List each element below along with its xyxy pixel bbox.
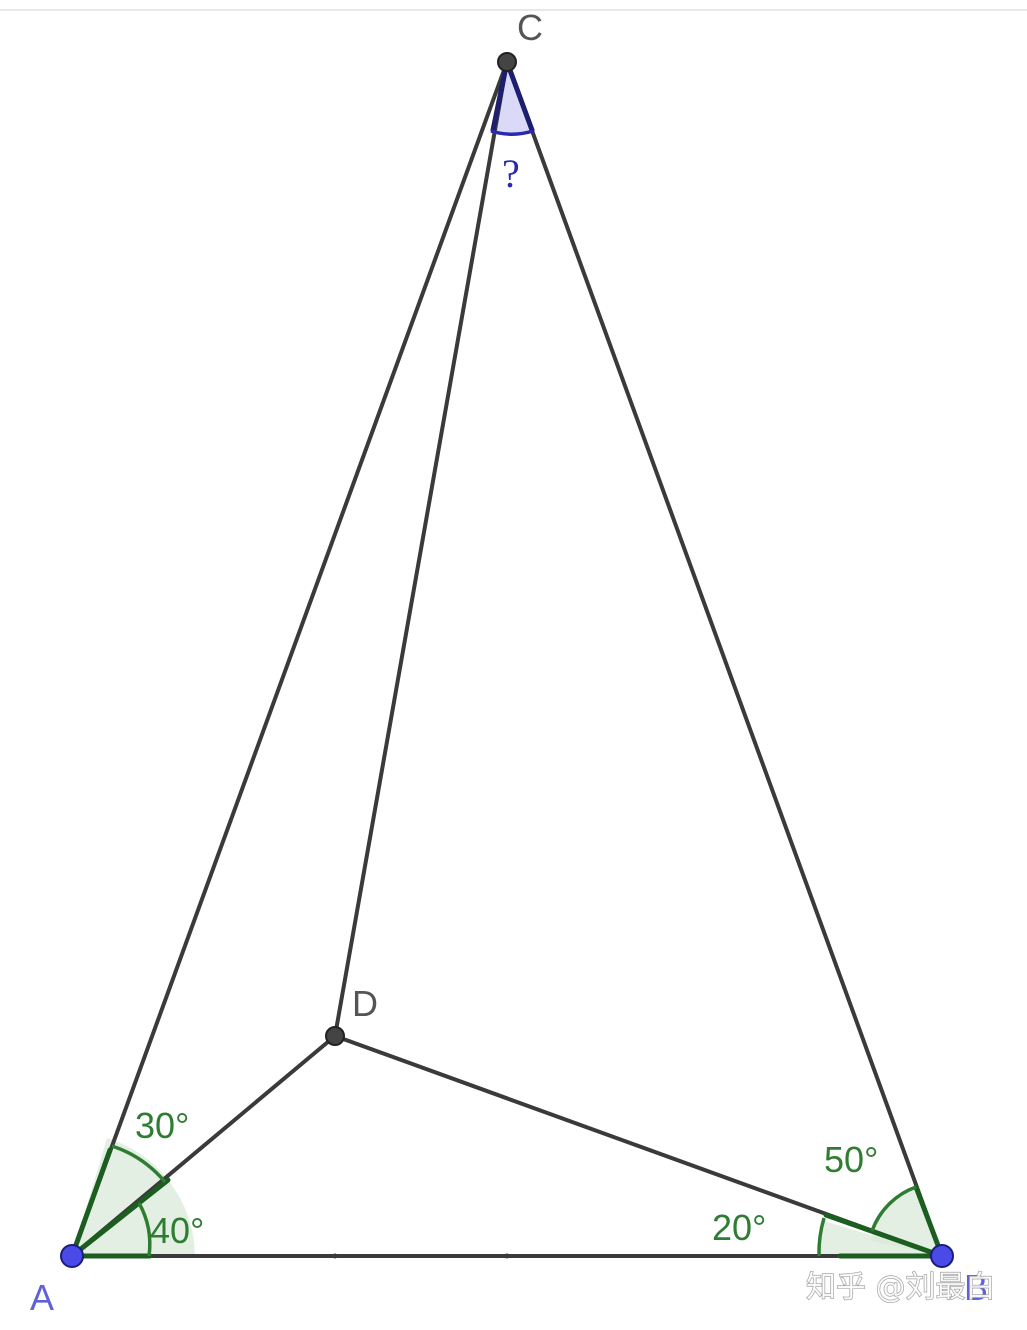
angle-ray-b-bc <box>913 1184 945 1259</box>
point-b[interactable] <box>930 1244 954 1268</box>
angle-dab-fill <box>72 1180 195 1256</box>
edge-bc <box>505 60 944 1258</box>
point-a[interactable] <box>60 1244 84 1268</box>
label-point-c: C <box>517 7 543 48</box>
label-point-b: B <box>964 1267 988 1308</box>
angle-cba-label: 50° <box>824 1139 878 1180</box>
tick-mark-1 <box>332 1253 338 1259</box>
angle-cab-fill <box>72 1138 168 1256</box>
angle-ray-b-bd <box>823 1212 945 1259</box>
angle-marks <box>69 59 945 1259</box>
point-d[interactable] <box>325 1026 345 1046</box>
edges <box>70 60 944 1258</box>
angle-cba-arc <box>870 1185 917 1232</box>
angle-dab-label: 40° <box>150 1210 204 1251</box>
angle-acd-arc <box>490 129 534 136</box>
tick-mark-2 <box>504 1253 510 1259</box>
angle-acd-fill <box>493 62 532 133</box>
angle-cab-label: 30° <box>135 1105 189 1146</box>
edge-ac <box>70 60 509 1258</box>
angle-dba-arc <box>817 1217 826 1257</box>
point-labels: C D A B <box>30 7 988 1318</box>
angle-dab-arc <box>137 1202 152 1257</box>
label-point-a: A <box>30 1277 54 1318</box>
angle-labels: 30° 40° 50° 20° ? <box>135 151 878 1251</box>
angle-ray-c-cb <box>504 59 535 133</box>
angle-ray-c-ca <box>490 59 510 133</box>
points <box>60 52 954 1268</box>
angle-acd-label: ? <box>502 151 520 196</box>
angle-dba-label: 20° <box>712 1207 766 1248</box>
point-c[interactable] <box>497 52 517 72</box>
angle-cab-arc <box>111 1144 167 1184</box>
segment-ticks <box>332 1253 510 1259</box>
watermark-text: 知乎 @刘最白 <box>806 1270 996 1305</box>
label-point-d: D <box>352 983 378 1024</box>
angle-ray-a-ac <box>69 1147 113 1259</box>
edge-cd <box>333 60 509 1038</box>
angle-fills <box>72 62 942 1256</box>
angle-ray-a-ad <box>69 1177 171 1259</box>
